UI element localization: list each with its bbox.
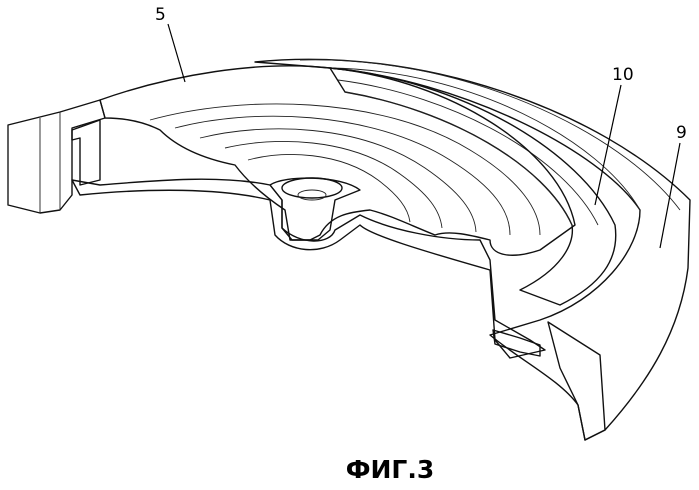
left-housing-block [8, 100, 105, 213]
leader-line-5 [168, 24, 185, 82]
leader-line-10 [595, 85, 621, 205]
leader-line-9 [660, 143, 680, 248]
outer-ring-part-9 [255, 59, 690, 440]
figure-caption: ФИГ.3 [346, 455, 435, 484]
left-clip [72, 120, 100, 185]
label-part-10: 10 [612, 65, 634, 85]
outer-ring-cut-face [548, 322, 605, 440]
left-housing-face [8, 112, 60, 213]
membrane-ripple-2 [175, 116, 510, 235]
seal-assembly-drawing [8, 59, 690, 440]
membrane-ripple-4 [225, 141, 442, 228]
label-part-5: 5 [155, 5, 166, 25]
lower-section-cut [72, 179, 545, 358]
central-boss-opening [282, 178, 342, 198]
outer-ring-top-surface [330, 68, 640, 210]
label-part-9: 9 [676, 123, 687, 143]
inner-ring-part-10 [330, 68, 616, 305]
inner-ring-contour-1 [345, 92, 572, 225]
